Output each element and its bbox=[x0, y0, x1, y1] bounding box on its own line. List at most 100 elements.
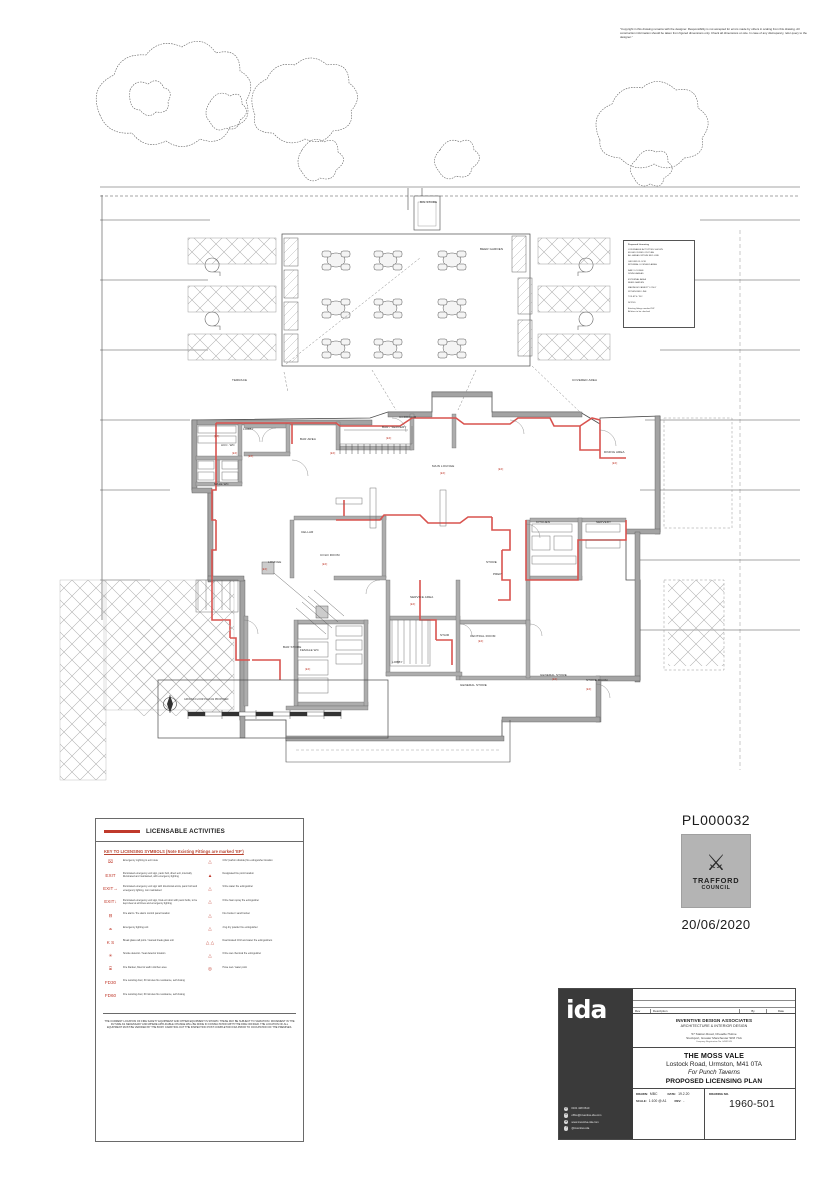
practice-address-line1: 57 Station Road, Cheadle Hulme bbox=[691, 1031, 737, 1036]
rev-label: REV: bbox=[674, 1099, 682, 1104]
drawn-by-label: DRAWN: bbox=[636, 1091, 648, 1096]
legend-item-text: Emergency Lighting to exit route bbox=[123, 858, 158, 862]
plan-key-line: INTERNAL LICENSED AREA bbox=[628, 263, 657, 266]
legend-row: ⊟ Fire alarm / fire alarm control panel l… bbox=[102, 912, 198, 921]
revision-headers: Rev Description By Date bbox=[633, 1008, 795, 1013]
legend-row: ▲Designated fire point location bbox=[202, 872, 298, 881]
scale-label: SCALE: bbox=[636, 1099, 647, 1104]
room-label: TERRACE bbox=[232, 378, 248, 382]
legend-title: LICENSABLE ACTIVITIES bbox=[146, 828, 225, 835]
email-icon: ✉ bbox=[564, 1113, 569, 1118]
practice-contacts: ✆0161 428 0610✉office@inventive-ida.com⊕… bbox=[559, 1106, 633, 1139]
legend-row: △9 litre water fire extinguisher bbox=[202, 885, 298, 894]
project-details: THE MOSS VALE Lostock Road, Urmston, M41… bbox=[633, 1048, 795, 1089]
legend-row: EXIT→Illuminated emergency exit sign wit… bbox=[102, 885, 198, 894]
contact-row: f@inventive-ida bbox=[564, 1126, 633, 1131]
room-label: STAIR bbox=[440, 633, 450, 637]
practice-details: INVENTIVE DESIGN ASSOCIATES ARCHITECTURE… bbox=[633, 1014, 795, 1048]
revision-header-by: By bbox=[740, 1009, 767, 1013]
web-icon: ⊕ bbox=[564, 1119, 569, 1125]
plan-key-line: DINING AREAS bbox=[628, 272, 644, 275]
legend-item-text: Fire resisting door, 60 minutes fire res… bbox=[123, 992, 185, 996]
room-label: MALE WC bbox=[214, 482, 229, 486]
stamp-date: 20/06/2020 bbox=[681, 917, 751, 932]
council-stamp-block: PL000032 ⚔ TRAFFORD COUNCIL 20/06/2020 bbox=[600, 812, 832, 932]
legend-row: ⌧ Emergency Lighting to exit route bbox=[102, 859, 198, 868]
contact-text: @inventive-ida bbox=[571, 1127, 590, 1131]
plan-fitting-symbol: [EF] bbox=[612, 462, 618, 465]
fire-bucket-icon: △ bbox=[208, 912, 212, 918]
drawing-number-value: 1960-501 bbox=[728, 1097, 776, 1110]
directional-exit-sign-icon: EXIT→ bbox=[103, 885, 118, 891]
legend-item-text: Illuminated emergency exit sign, panic b… bbox=[123, 872, 192, 879]
scale-bar-caption: GROUND FLOOR PLAN AS PROPOSED bbox=[184, 698, 229, 701]
room-label: SERVERY bbox=[596, 520, 612, 524]
legend-item-text: 6 litre wet chemical fire extinguisher bbox=[222, 952, 262, 956]
trafford-council-stamp: ⚔ TRAFFORD COUNCIL bbox=[681, 834, 751, 908]
drawing-number-cell: DRAWING NO. 1960-501 bbox=[704, 1088, 795, 1139]
ida-logo: ida bbox=[566, 995, 607, 1024]
plan-key-line: WITHIN RED LINE bbox=[628, 290, 647, 293]
wet-chemical-extinguisher-icon: △ bbox=[208, 952, 212, 958]
legend-item-text: Fire alarm / fire alarm control panel lo… bbox=[123, 912, 170, 916]
plan-key-heading: Proposed Licensing bbox=[628, 244, 649, 246]
room-label: CELLAR bbox=[301, 530, 314, 534]
plan-key-line: BAR / LOUNGE bbox=[628, 269, 644, 272]
legend-row: ⩕Emergency lighting unit bbox=[102, 926, 198, 935]
room-label: MAIN LOUNGE bbox=[432, 464, 455, 468]
room-label: PREP bbox=[493, 572, 502, 576]
plan-key-line: TOILETS / WC bbox=[628, 296, 643, 299]
social-icon: f bbox=[564, 1126, 569, 1131]
legend-row: FD30 Fire resisting door, 30 minutes fire… bbox=[102, 979, 198, 988]
revision-row bbox=[633, 1001, 795, 1008]
plan-fitting-symbol: [EF] bbox=[478, 640, 484, 643]
break-glass-call-point-icon: K S bbox=[106, 939, 115, 945]
plan-key-line: EXTERNAL AREA bbox=[628, 278, 646, 281]
title-block-content: Rev Description By Date INVENTIVE DESIGN… bbox=[633, 989, 795, 1139]
council-authority-sub: COUNCIL bbox=[701, 884, 731, 891]
drawing-title: PROPOSED LICENSING PLAN bbox=[665, 1077, 763, 1085]
legend-row: △ △Dual located CO2 and water fire extin… bbox=[202, 939, 298, 948]
room-label: FEMALE WC bbox=[300, 648, 319, 652]
illuminated-exit-sign-icon: EXIT bbox=[105, 872, 116, 878]
fire-exit-sign-icon: ⌧ bbox=[107, 859, 114, 865]
planning-reference: PL000032 bbox=[681, 812, 751, 828]
plan-key-line: ALL AREAS WITHIN RED LINE bbox=[628, 255, 659, 258]
legend-row: △ 6 litre wet chemical fire extinguisher bbox=[202, 952, 298, 961]
plan-fitting-symbol: [EF] bbox=[552, 678, 558, 681]
room-label: COVERED AREA bbox=[572, 378, 598, 382]
water-extinguisher-icon: △ bbox=[208, 885, 212, 891]
plan-fitting-symbol: [EF] bbox=[248, 455, 254, 458]
fire-door-icon: FD30 bbox=[104, 979, 117, 985]
contact-row: ✆0161 428 0610 bbox=[564, 1106, 633, 1112]
scale-value: 1:100 @ A1 bbox=[648, 1099, 667, 1104]
legend-row: EXIT↓Illuminated emergency exit sign, fi… bbox=[102, 899, 198, 908]
room-label: BAR AREA bbox=[300, 437, 316, 441]
revision-row bbox=[633, 993, 795, 1001]
room-label: COLD ROOM bbox=[320, 553, 340, 557]
drawing-number-label: DRAWING NO. bbox=[709, 1091, 729, 1096]
legend-item-text: Fire resisting door, 30 minutes fire res… bbox=[123, 979, 185, 983]
legend-row: △2 kg dry powder fire extinguisher bbox=[202, 926, 298, 935]
smoke-detector-icon: ✳ bbox=[108, 952, 113, 958]
room-label: DINING AREA bbox=[604, 450, 625, 454]
legend-row: △CO2 (carbon dioxide) fire extinguisher … bbox=[202, 859, 298, 868]
practice-registration: Company Registration No. 04531245 bbox=[696, 1040, 732, 1043]
powder-extinguisher-icon: △ bbox=[208, 926, 212, 932]
practice-address: 57 Station Road, Cheadle Hulme Stockport… bbox=[637, 1032, 791, 1040]
fire-alarm-panel-icon: ⊟ bbox=[108, 912, 113, 918]
room-label: CORRIDOR bbox=[399, 415, 417, 419]
rev-value: - bbox=[683, 1099, 685, 1104]
council-crest-icon: ⚔ bbox=[706, 849, 726, 875]
practice-address-line2: Stockport, Greater Manchester SK8 7AA bbox=[686, 1035, 742, 1040]
legend-footnote: THE CURRENT LOCATION OF FIRE SAFETY EQUI… bbox=[104, 1019, 295, 1030]
room-label: LOBBY bbox=[243, 427, 254, 431]
plan-key-line: EDGED IN RED ON PLAN bbox=[628, 251, 655, 254]
plan-key-box: Proposed Licensing LICENSABLE ACTIVITIES… bbox=[623, 240, 695, 328]
co2-extinguisher-icon: △ bbox=[208, 859, 212, 865]
